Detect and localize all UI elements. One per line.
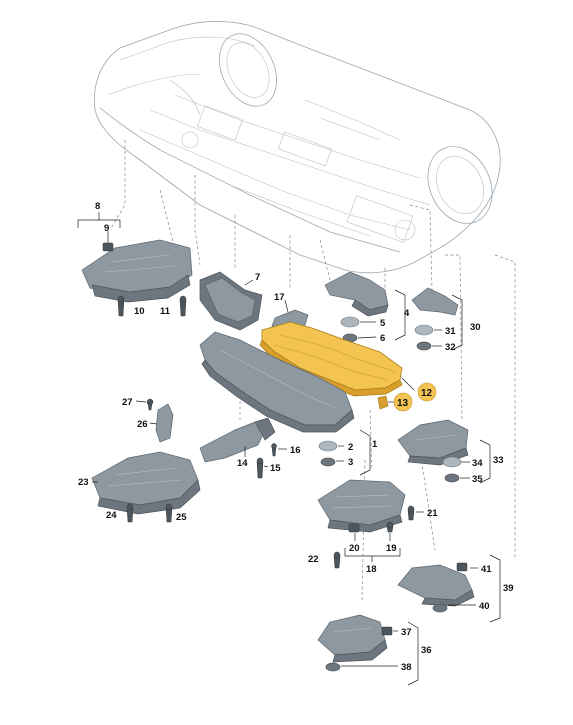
label-35: 35 [472, 474, 483, 485]
label-12: 12 [421, 388, 433, 399]
label-27: 27 [122, 397, 133, 408]
label-2: 2 [348, 442, 353, 453]
label-13-badge [393, 392, 413, 412]
label-36: 36 [421, 645, 432, 656]
label-3: 3 [348, 457, 353, 468]
label-20: 20 [349, 543, 360, 554]
part-1-large-panel-group [199, 331, 371, 476]
label-15: 15 [270, 463, 281, 474]
label-25: 25 [176, 512, 187, 523]
label-9: 9 [104, 223, 109, 234]
label-1: 1 [372, 439, 378, 450]
label-7: 7 [255, 272, 260, 283]
part-30-bracket-group [411, 287, 463, 351]
label-24: 24 [106, 510, 117, 521]
label-5: 5 [380, 318, 386, 329]
part-36-shield-group [317, 614, 419, 686]
label-22: 22 [308, 554, 319, 565]
label-34: 34 [472, 458, 483, 469]
part-23-rear-shield-group [91, 451, 201, 523]
label-33: 33 [493, 455, 504, 466]
label-39: 39 [503, 583, 514, 594]
part-7-side-duct [199, 271, 263, 331]
label-41: 41 [481, 564, 492, 575]
label-31: 31 [445, 326, 456, 337]
part-8-front-shield-group [77, 212, 193, 317]
label-26: 26 [137, 419, 148, 430]
label-18: 18 [366, 564, 377, 575]
label-16: 16 [290, 445, 301, 456]
part-26-27-strut [135, 398, 174, 443]
part-39-shield-group [397, 554, 501, 623]
part-33-shield-group [397, 419, 491, 484]
label-12-badge [417, 382, 437, 402]
label-11: 11 [160, 306, 171, 317]
label-8: 8 [95, 201, 100, 212]
label-19: 19 [386, 543, 397, 554]
label-23: 23 [78, 477, 89, 488]
label-17: 17 [274, 292, 285, 303]
label-14: 14 [237, 458, 248, 469]
part-4-bracket-group [324, 271, 406, 343]
label-4: 4 [404, 308, 410, 319]
label-21: 21 [427, 508, 438, 519]
part-18-shield-group [317, 479, 424, 569]
label-38: 38 [401, 662, 412, 673]
label-40: 40 [479, 601, 490, 612]
label-32: 32 [445, 342, 456, 353]
label-10: 10 [134, 306, 145, 317]
label-37: 37 [401, 627, 412, 638]
car-underbody-outline [94, 21, 501, 274]
part-13-highlighted-nut [377, 395, 395, 410]
part-number-labels: 8 9 10 11 7 17 4 5 6 31 32 30 12 13 27 2… [78, 201, 514, 673]
part-14-bracket-group [199, 417, 287, 479]
label-30: 30 [470, 322, 481, 333]
label-6: 6 [380, 333, 385, 344]
label-13: 13 [397, 398, 409, 409]
